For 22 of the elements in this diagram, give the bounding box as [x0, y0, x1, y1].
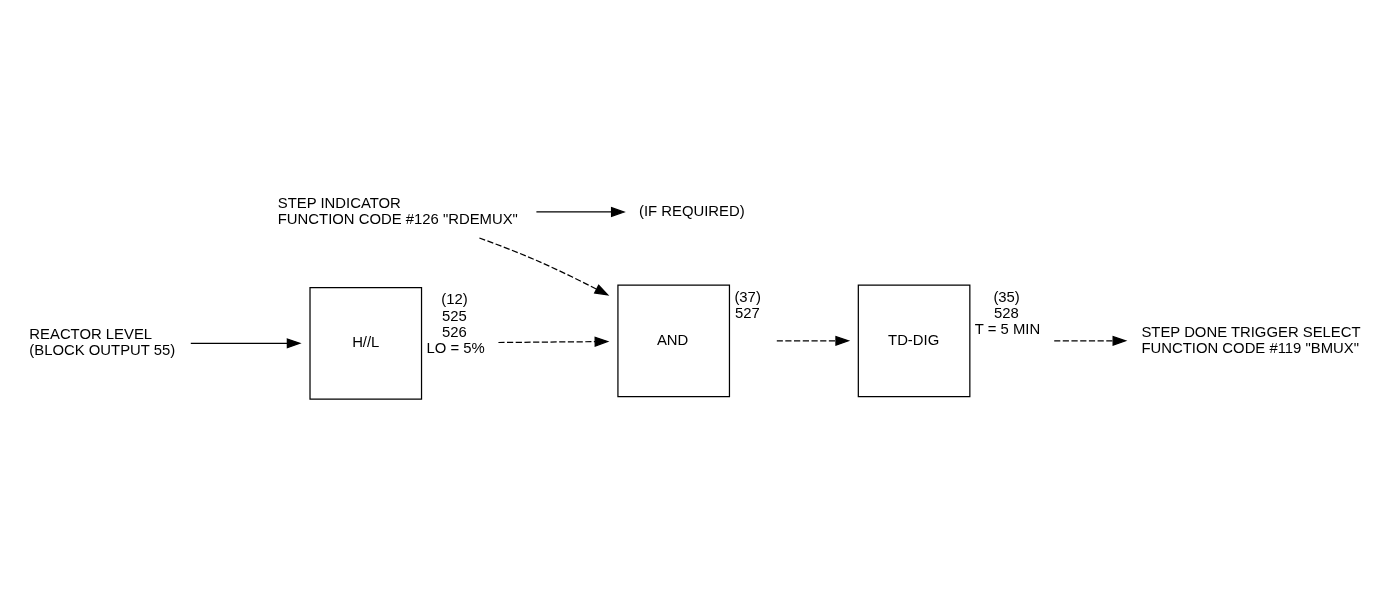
arrow [497, 335, 610, 347]
node-label: 528 [994, 304, 1019, 321]
arrow [776, 335, 851, 346]
node-label: (35) [993, 288, 1020, 305]
node-text: STEP INDICATOR FUNCTION CODE #126 "RDEMUX" [277, 194, 518, 227]
node-label: T = 5 MIN [974, 320, 1041, 337]
node-box: H//L [309, 286, 423, 400]
node-label: 527 [735, 304, 760, 321]
node-label: 526 [441, 323, 467, 340]
node-label: (37) [734, 288, 761, 305]
arrow [1053, 335, 1128, 346]
arrow [478, 236, 610, 296]
node-text: REACTOR LEVEL (BLOCK OUTPUT 55) [29, 325, 176, 358]
node-label: (12) [441, 290, 468, 307]
node-text: STEP DONE TRIGGER SELECT FUNCTION CODE #119 "BMUX" [1141, 323, 1361, 356]
node-box: AND [617, 283, 731, 397]
arrow [535, 206, 626, 217]
node-box: TD-DIG [857, 283, 971, 397]
node-label: LO = 5% [426, 339, 485, 356]
arrow [190, 337, 302, 349]
node-label: 525 [441, 307, 467, 324]
node-text: (IF REQUIRED) [639, 202, 745, 219]
